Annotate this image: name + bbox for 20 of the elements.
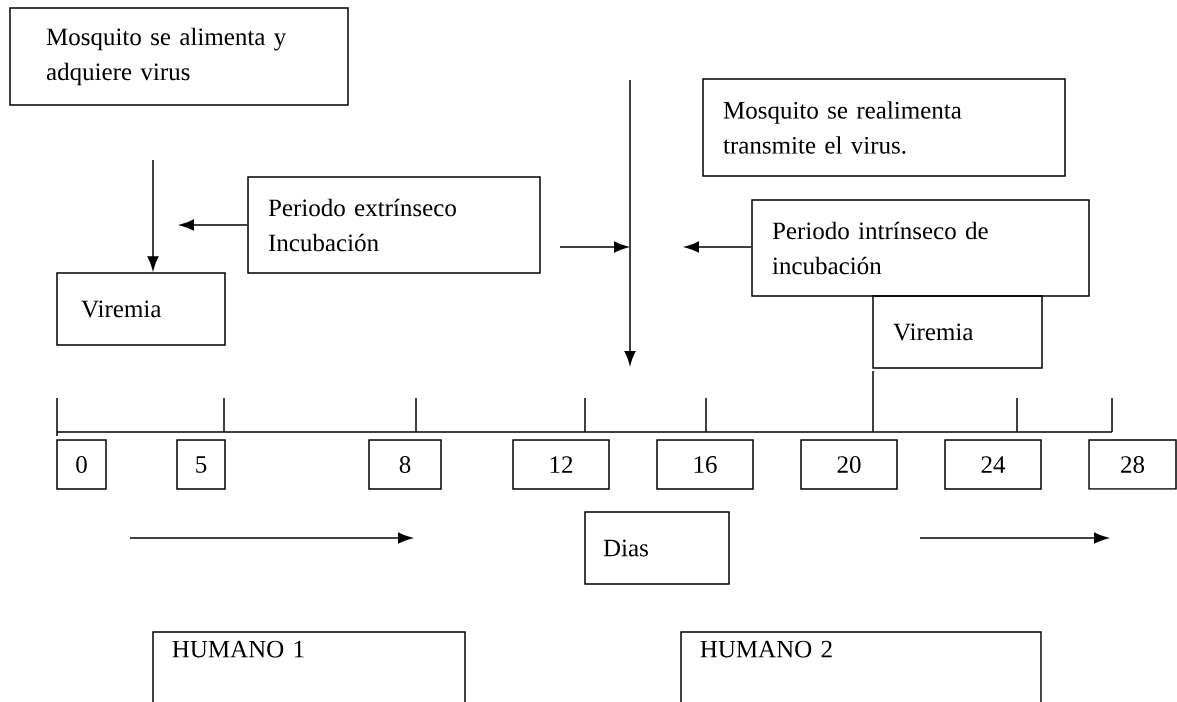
arrow	[685, 241, 752, 253]
text-box: Dias	[584, 511, 730, 585]
text-box: HUMANO 1	[152, 631, 466, 702]
number-box: 5	[176, 439, 226, 490]
arrow	[147, 159, 159, 270]
text-box: Periodo intrínseco de incubación	[751, 199, 1090, 297]
arrow	[180, 219, 248, 231]
text-box: Viremia	[56, 272, 226, 346]
number-box: 12	[512, 439, 610, 490]
number-box: 16	[656, 439, 754, 490]
text-box: HUMANO 2	[680, 631, 1042, 702]
number-box: 8	[368, 439, 442, 490]
number-box: 0	[56, 439, 107, 490]
number-box: 24	[944, 439, 1042, 490]
number-box: 28	[1088, 439, 1177, 490]
text-box: Viremia	[872, 295, 1043, 369]
text-box: Mosquito se alimenta y adquiere virus	[9, 7, 349, 106]
text-box: Periodo extrínseco Incubación	[247, 176, 541, 274]
number-box: 20	[800, 439, 898, 490]
text-box: Mosquito se realimenta transmite el virus.	[702, 78, 1066, 177]
